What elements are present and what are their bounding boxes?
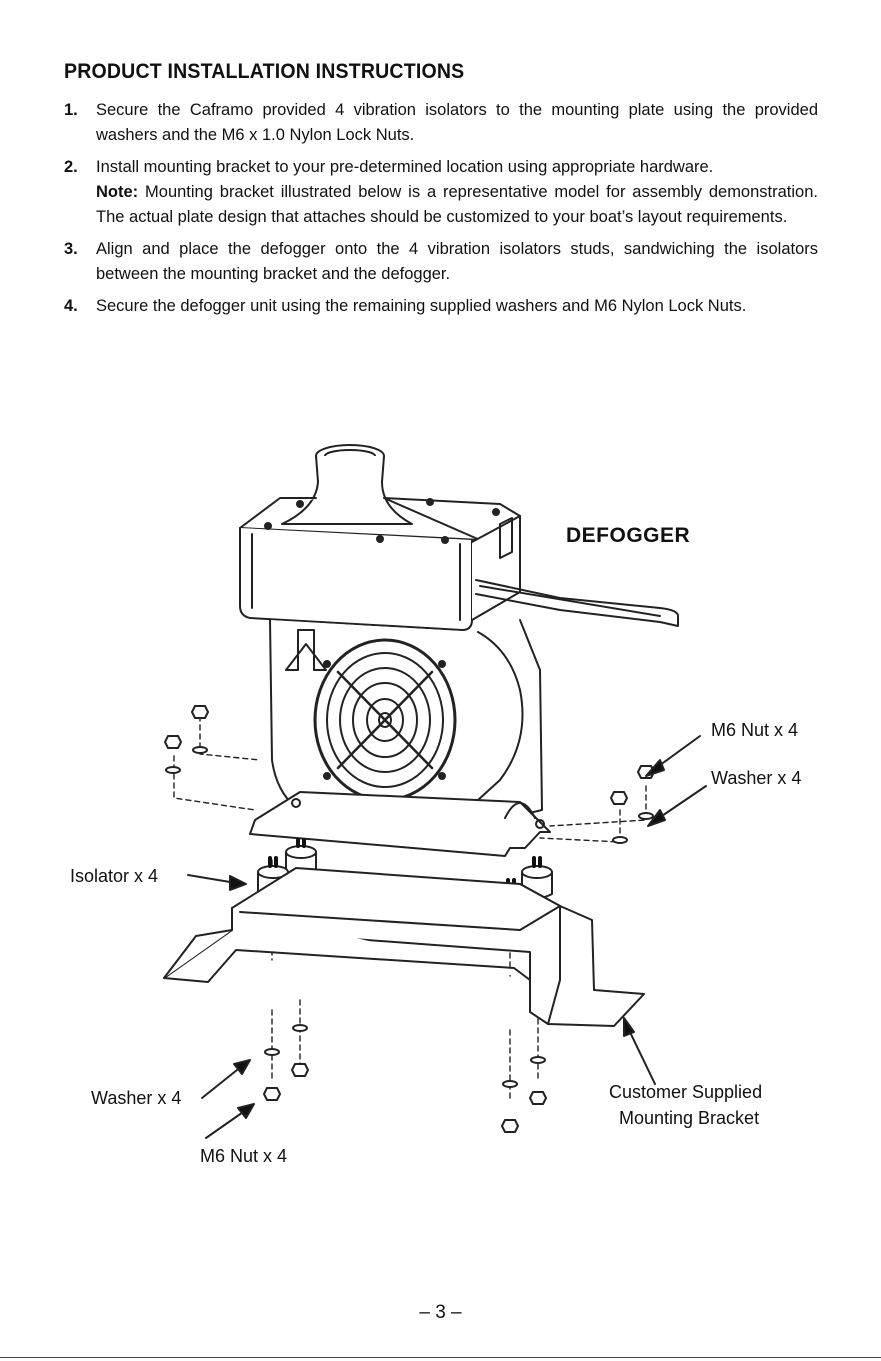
step-2: 2. Install mounting bracket to your pre-… [64,155,818,230]
step-number: 1. [64,101,78,119]
defogger-housing [239,497,521,631]
bracket-label-line1: Customer Supplied [609,1082,763,1102]
step-text: Secure the Caframo provided 4 vibration … [96,101,818,144]
step-text: Align and place the defogger onto the 4 … [96,240,818,283]
step-number: 3. [64,240,78,258]
m6-nut-top-label: M6 Nut x 4 [711,720,799,740]
step-number: 4. [64,297,78,315]
step-text: Secure the defogger unit using the remai… [96,297,747,315]
bracket-label-line2: Mounting Bracket [619,1108,760,1128]
note-text: Mounting bracket illustrated below is a … [96,183,818,226]
step-number: 2. [64,158,78,176]
washer-bottom-label: Washer x 4 [91,1088,182,1108]
page-title: PRODUCT INSTALLATION INSTRUCTIONS [64,60,465,83]
step-text: Install mounting bracket to your pre-det… [96,158,714,176]
m6-nut-bottom-label: M6 Nut x 4 [200,1146,288,1166]
bottom-rule [0,1357,881,1358]
installation-diagram: DEFOGGER M6 Nut x 4 Washer x 4 Isolator … [0,420,881,1180]
instruction-steps: 1. Secure the Caframo provided 4 vibrati… [64,98,818,326]
callout-arrows [187,735,707,1139]
defogger-outlet-spout [281,444,413,525]
mounting-plate [249,791,551,857]
defogger-label: DEFOGGER [566,524,691,547]
bottom-hardware [263,1024,547,1133]
fan-grille-icon [313,638,457,802]
customer-bracket [163,867,645,1027]
step-1: 1. Secure the Caframo provided 4 vibrati… [64,98,818,148]
airflow-arrow-icon [285,629,327,671]
step-3: 3. Align and place the defogger onto the… [64,237,818,287]
washer-top-label: Washer x 4 [711,768,802,788]
top-hardware [164,705,655,844]
note-label: Note: [96,183,139,201]
exploded-assembly-drawing [163,444,707,1139]
isolator-label: Isolator x 4 [70,866,159,886]
page-number: – 3 – [419,1302,462,1323]
step-4: 4. Secure the defogger unit using the re… [64,294,818,319]
power-cord [475,579,679,627]
